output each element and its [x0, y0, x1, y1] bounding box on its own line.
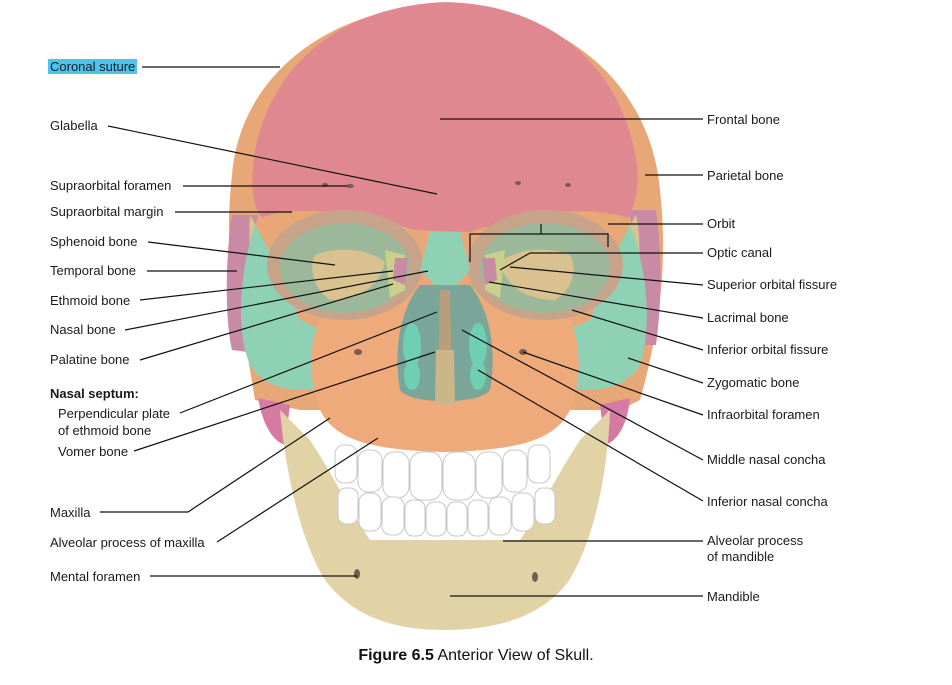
inferior-concha-right: [470, 360, 486, 390]
label-supraorbital-foramen: Supraorbital foramen: [50, 178, 171, 194]
label-mandible: Mandible: [707, 589, 760, 605]
label-infraorbital-foramen: Infraorbital foramen: [707, 407, 820, 423]
label-perpendicular-plate-line1: Perpendicular plate: [58, 406, 170, 422]
label-parietal-bone: Parietal bone: [707, 168, 784, 184]
label-alveolar-process-mandible-line2: of mandible: [707, 549, 774, 565]
label-vomer-bone: Vomer bone: [58, 444, 128, 460]
label-inferior-nasal-concha: Inferior nasal concha: [707, 494, 828, 510]
label-perpendicular-plate-line2: of ethmoid bone: [58, 423, 151, 439]
label-mental-foramen: Mental foramen: [50, 569, 140, 585]
vomer-shape: [435, 350, 455, 405]
label-lacrimal-bone: Lacrimal bone: [707, 310, 789, 326]
frontal-bone-shape: [252, 2, 637, 232]
label-superior-orbital-fissure: Superior orbital fissure: [707, 277, 837, 293]
label-supraorbital-margin: Supraorbital margin: [50, 204, 163, 220]
label-inferior-orbital-fissure: Inferior orbital fissure: [707, 342, 828, 358]
inferior-concha-left: [404, 360, 420, 390]
label-zygomatic-bone: Zygomatic bone: [707, 375, 800, 391]
label-glabella: Glabella: [50, 118, 98, 134]
label-maxilla: Maxilla: [50, 505, 90, 521]
label-nasal-bone: Nasal bone: [50, 322, 116, 338]
highlighted-text: Coronal suture: [48, 59, 137, 74]
label-sphenoid-bone: Sphenoid bone: [50, 234, 137, 250]
label-coronal-suture: Coronal suture: [50, 59, 137, 75]
upper-teeth: [335, 445, 550, 500]
figure-caption-text: Anterior View of Skull.: [434, 647, 594, 664]
label-middle-nasal-concha: Middle nasal concha: [707, 452, 826, 468]
figure-number: Figure 6.5: [358, 647, 434, 664]
label-optic-canal: Optic canal: [707, 245, 772, 261]
label-alveolar-process-maxilla: Alveolar process of maxilla: [50, 535, 205, 551]
label-frontal-bone: Frontal bone: [707, 112, 780, 128]
label-palatine-bone: Palatine bone: [50, 352, 130, 368]
label-temporal-bone: Temporal bone: [50, 263, 136, 279]
label-nasal-septum-heading: Nasal septum:: [50, 386, 139, 402]
figure-caption: Figure 6.5 Anterior View of Skull.: [0, 647, 952, 665]
label-orbit: Orbit: [707, 216, 735, 232]
label-alveolar-process-mandible-line1: Alveolar process: [707, 533, 803, 549]
label-ethmoid-bone: Ethmoid bone: [50, 293, 130, 309]
